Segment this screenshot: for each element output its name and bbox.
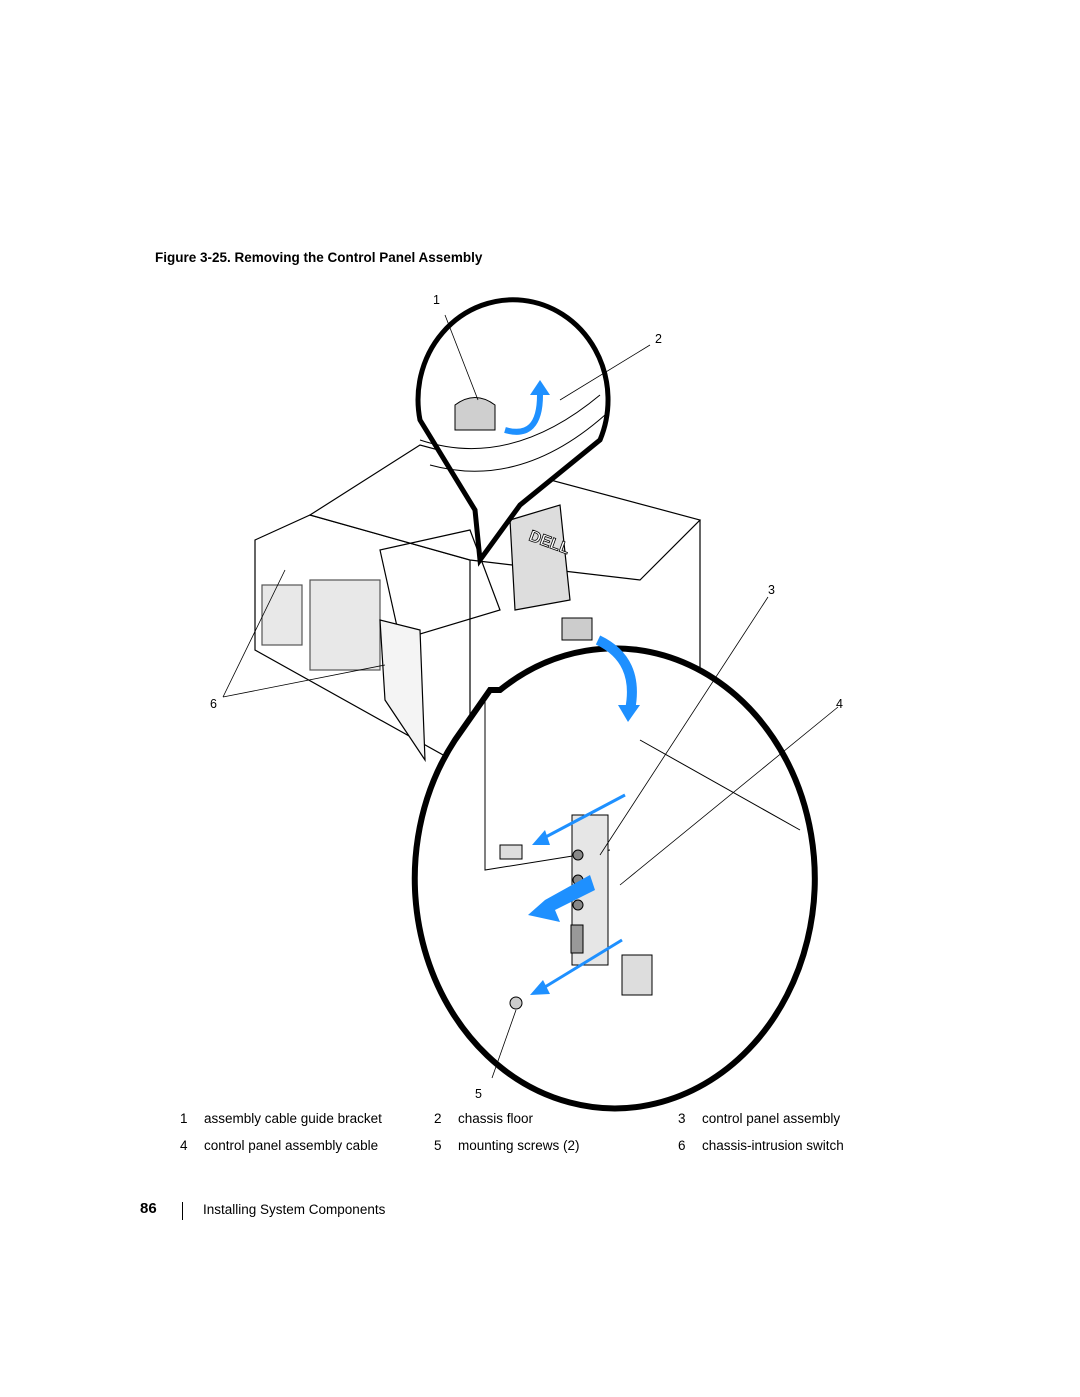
callout-4: 4 [836, 697, 843, 711]
callout-2: 2 [655, 332, 662, 346]
legend-label: mounting screws (2) [458, 1138, 580, 1153]
section-title: Installing System Components [203, 1202, 386, 1217]
callout-5: 5 [475, 1087, 482, 1101]
figure-caption: Figure 3-25. Removing the Control Panel … [155, 250, 483, 265]
legend-row: 1 assembly cable guide bracket 2 chassis… [180, 1111, 880, 1138]
legend-num: 1 [180, 1111, 188, 1126]
legend-num: 3 [678, 1111, 686, 1126]
control-panel-removal-illustration: 1 2 3 4 5 6 DELL [210, 293, 843, 1112]
callout-1: 1 [433, 293, 440, 307]
legend-row: 4 control panel assembly cable 5 mountin… [180, 1138, 880, 1165]
legend-num: 6 [678, 1138, 686, 1153]
callout-3: 3 [768, 583, 775, 597]
callout-leaders [222, 314, 839, 1079]
detail-magnifier-cable-guide [415, 297, 611, 567]
legend-label: control panel assembly cable [204, 1138, 379, 1153]
legend-num: 2 [434, 1111, 442, 1126]
legend-table: 1 assembly cable guide bracket 2 chassis… [180, 1111, 880, 1165]
legend-num: 5 [434, 1138, 442, 1153]
footer-divider [182, 1202, 183, 1220]
legend-label: control panel assembly [702, 1111, 841, 1126]
legend-label: assembly cable guide bracket [204, 1111, 382, 1126]
legend-label: chassis-intrusion switch [702, 1138, 844, 1153]
legend-num: 4 [180, 1138, 188, 1153]
legend-label: chassis floor [458, 1111, 534, 1126]
detail-magnifier-control-panel [411, 617, 818, 1112]
callout-6: 6 [210, 697, 217, 711]
page-number: 86 [140, 1200, 157, 1217]
